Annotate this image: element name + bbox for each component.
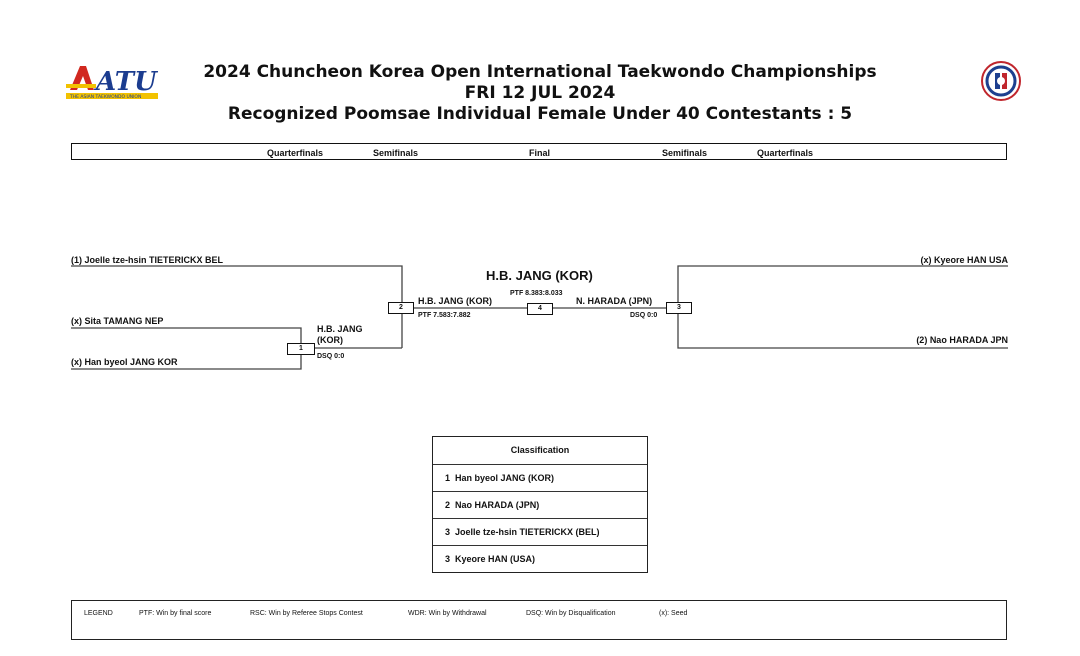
classification-rank: 3 [445, 527, 451, 537]
classification-rank: 2 [445, 500, 451, 510]
classification-name: Kyeore HAN (USA) [455, 554, 536, 564]
classification-row: 2 Nao HARADA (JPN) [433, 491, 647, 518]
entry-left-bottom: (x) Han byeol JANG KOR [71, 357, 178, 367]
classification-row: 3 Kyeore HAN (USA) [433, 545, 647, 572]
entry-right-top: (x) Kyeore HAN USA [920, 255, 1008, 265]
atu-logo: ATU THE ASIAN TAEKWONDO UNION [62, 60, 162, 104]
legend-item-ptf: PTF: Win by final score [139, 610, 212, 617]
atu-logo-subtext: THE ASIAN TAEKWONDO UNION [69, 94, 141, 100]
classification-name: Han byeol JANG (KOR) [455, 473, 555, 483]
classification-name: Nao HARADA (JPN) [455, 500, 540, 510]
entry-right-bottom: (2) Nao HARADA JPN [916, 335, 1008, 345]
round-label-final: Final [529, 148, 551, 158]
legend-box: LEGEND PTF: Win by final score RSC: Win … [71, 600, 1007, 640]
classification-rank: 1 [445, 473, 451, 483]
division-title: Recognized Poomsae Individual Female Und… [227, 104, 853, 124]
match-4-box: 4 [527, 303, 553, 315]
match-1-winner-country: (KOR) [317, 335, 343, 345]
match-2-box: 2 [388, 302, 414, 314]
round-label-right-qf: Quarterfinals [757, 148, 814, 158]
classification-name: Joelle tze-hsin TIETERICKX (BEL) [455, 527, 600, 537]
atu-logo-letters: ATU [93, 67, 158, 97]
match-2-result: PTF 7.583:7.882 [418, 312, 471, 319]
legend-item-wdr: WDR: Win by Withdrawal [408, 610, 487, 617]
match-3-winner: N. HARADA (JPN) [576, 296, 653, 306]
federation-emblem [980, 60, 1022, 102]
event-date: FRI 12 JUL 2024 [464, 83, 616, 103]
match-4-result: PTF 8.383:8.033 [510, 290, 563, 297]
match-1-result: DSQ 0:0 [317, 353, 345, 360]
champion-name: H.B. JANG (KOR) [486, 268, 593, 283]
match-1-box: 1 [287, 343, 315, 355]
legend-label: LEGEND [84, 610, 113, 617]
classification-row: 1 Han byeol JANG (KOR) [433, 464, 647, 491]
match-3-result: DSQ 0:0 [630, 312, 658, 319]
legend-item-rsc: RSC: Win by Referee Stops Contest [250, 610, 363, 617]
match-3-box: 3 [666, 302, 692, 314]
rounds-bar: Quarterfinals Semifinals Final Semifinal… [71, 143, 1007, 160]
classification-title: Classification [510, 445, 570, 455]
round-label-left-qf: Quarterfinals [267, 148, 324, 158]
entry-left-top: (1) Joelle tze-hsin TIETERICKX BEL [71, 255, 224, 265]
classification-rank: 3 [445, 554, 451, 564]
round-label-left-sf: Semifinals [373, 148, 419, 158]
classification-row: 3 Joelle tze-hsin TIETERICKX (BEL) [433, 518, 647, 545]
classification-table: Classification 1 Han byeol JANG (KOR) 2 … [432, 436, 648, 573]
entry-left-mid: (x) Sita TAMANG NEP [71, 316, 164, 326]
legend-item-seed: (x): Seed [659, 610, 688, 617]
event-title: 2024 Chuncheon Korea Open International … [203, 62, 877, 82]
round-label-right-sf: Semifinals [662, 148, 708, 158]
legend-item-dsq: DSQ: Win by Disqualification [526, 610, 616, 617]
match-2-winner: H.B. JANG (KOR) [418, 296, 492, 306]
match-1-winner-name: H.B. JANG [317, 324, 363, 334]
